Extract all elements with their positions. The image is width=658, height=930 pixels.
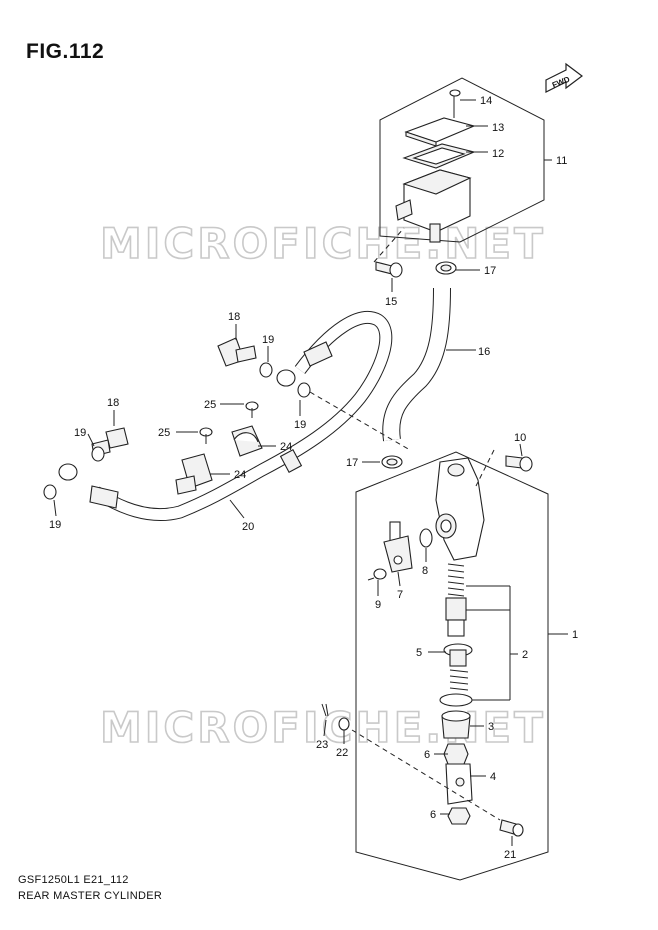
callout-18-lower: 18 (107, 397, 119, 409)
hose-end-fitting-upper (276, 341, 333, 387)
inlet-connector (383, 521, 413, 573)
connector-screw (367, 568, 387, 581)
callout-5: 5 (416, 647, 422, 659)
lock-nut-lower (447, 807, 471, 825)
secondary-cup (443, 643, 473, 667)
dust-boot (439, 693, 473, 739)
gasket-1 (259, 362, 273, 378)
watermark-upper: MICROFICHE.NET (100, 219, 546, 268)
callout-6-lower: 6 (430, 809, 436, 821)
callout-17-lower: 17 (346, 457, 358, 469)
callout-24-lower: 24 (234, 469, 246, 481)
callout-25-upper: 25 (204, 399, 216, 411)
callout-20: 20 (242, 521, 254, 533)
cylinder-body (435, 457, 485, 561)
callout-19-lower: 19 (74, 427, 86, 439)
clamp-screw-upper (245, 401, 259, 418)
o-ring (419, 528, 433, 548)
gasket-3 (91, 446, 105, 462)
callout-15: 15 (385, 296, 397, 308)
figure-model-code: GSF1250L1 E21_112 (18, 874, 129, 886)
fwd-arrow-icon: FWD (545, 62, 583, 93)
push-rod-clevis (445, 763, 473, 805)
callout-17-upper: 17 (484, 265, 496, 277)
callout-13: 13 (492, 122, 504, 134)
callout-9: 9 (375, 599, 381, 611)
master-cylinder-group-box (355, 451, 549, 881)
hose-clamp-24-lower (175, 453, 213, 495)
callout-11: 11 (556, 155, 567, 167)
gasket-4 (43, 484, 57, 500)
push-rod-spring (449, 669, 469, 691)
callout-labels: 14 13 12 11 17 15 18 19 16 25 19 18 25 2… (49, 95, 578, 861)
callout-1: 1 (572, 629, 578, 641)
reservoir-group-box (379, 77, 545, 243)
callout-12: 12 (492, 148, 504, 160)
callout-22: 22 (336, 747, 348, 759)
callout-6-upper: 6 (424, 749, 430, 761)
callout-16: 16 (478, 346, 490, 358)
brake-hose (92, 311, 392, 521)
figure-title: FIG.112 (26, 40, 105, 63)
reservoir-body (395, 169, 472, 243)
figure-caption: REAR MASTER CYLINDER (18, 890, 163, 902)
leader-lines (53, 99, 568, 846)
callout-10: 10 (514, 432, 526, 444)
callout-7: 7 (397, 589, 403, 601)
reservoir-cap (404, 117, 476, 147)
cotter-pin (321, 703, 329, 717)
reservoir-mount-bolt (375, 261, 403, 278)
callout-2: 2 (522, 649, 528, 661)
clamp-screw-lower (199, 427, 213, 444)
callout-21: 21 (504, 849, 516, 861)
hose-protector (279, 449, 303, 473)
hose-clamp-upper (435, 261, 457, 275)
callout-23: 23 (316, 739, 328, 751)
gasket-2 (297, 382, 311, 398)
clevis-pin (499, 819, 524, 837)
hose-clamp-24-upper (231, 425, 263, 457)
piston-spring (445, 563, 467, 637)
callout-4: 4 (490, 771, 496, 783)
callout-19-mid: 19 (294, 419, 306, 431)
washer (338, 717, 350, 731)
callout-18-upper: 18 (228, 311, 240, 323)
reservoir-diaphragm (402, 143, 476, 169)
hose-clamp-lower (381, 455, 403, 469)
reservoir-screw (449, 89, 461, 118)
union-bolt-upper (217, 337, 257, 367)
cylinder-mount-bolt (505, 455, 533, 472)
callout-3: 3 (488, 721, 494, 733)
callout-14: 14 (480, 95, 492, 107)
gasket-washers (43, 362, 311, 500)
callout-25-lower: 25 (158, 427, 170, 439)
callout-19-far: 19 (49, 519, 61, 531)
callout-8: 8 (422, 565, 428, 577)
reservoir-hose (383, 287, 450, 442)
hose-end-fitting-lower (58, 463, 119, 509)
callout-19-upper: 19 (262, 334, 274, 346)
callout-24-upper: 24 (280, 441, 292, 453)
